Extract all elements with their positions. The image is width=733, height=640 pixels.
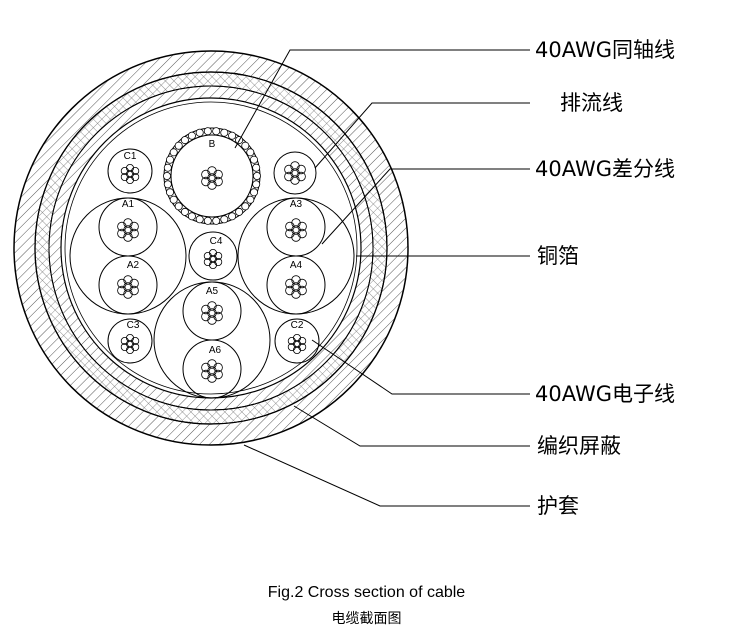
coax-shield-strand xyxy=(235,207,244,216)
core-label: C2 xyxy=(291,320,304,331)
coax-shield-strand xyxy=(228,212,237,221)
coax-shield-strand xyxy=(212,127,221,136)
core-label: A1 xyxy=(122,199,135,210)
coax-shield-strand xyxy=(252,180,261,189)
coax-shield-strand xyxy=(180,136,189,145)
callout-electronic-wire-label: 40AWG电子线 xyxy=(535,382,675,406)
coax-shield-strand xyxy=(165,188,174,197)
core-label: A6 xyxy=(209,345,222,356)
coax-shield-strand xyxy=(252,163,261,172)
coax-shield-strand xyxy=(246,195,255,204)
core-label: C1 xyxy=(124,151,137,162)
coax-shield-strand xyxy=(195,215,204,224)
coax-shield-strand xyxy=(252,171,261,180)
leader-diff-pair xyxy=(321,168,530,245)
leader-drain xyxy=(314,102,530,169)
coax-shield-strand xyxy=(169,195,178,204)
core-label: A2 xyxy=(127,260,140,271)
core-a6: A6 xyxy=(182,339,242,399)
leader-electronic-wire xyxy=(311,339,530,395)
cable-cross-section-diagram: C1 A1 A2 C3 A3 A4 C2 C4 A5 xyxy=(13,38,675,518)
figure-caption-english: Fig.2 Cross section of cable xyxy=(267,584,466,601)
coax-shield-strand xyxy=(195,128,204,137)
coax-shield-strand xyxy=(163,180,172,189)
core-label: A4 xyxy=(290,260,303,271)
core-a4: A4 xyxy=(266,255,326,315)
core-label-b: B xyxy=(209,139,216,150)
leader-jacket xyxy=(243,444,530,507)
coax-shield-strand xyxy=(228,131,237,140)
coax-shield-strand xyxy=(241,141,250,150)
callout-drain-label: 排流线 xyxy=(560,91,623,115)
coax-shield-strand xyxy=(220,128,229,137)
coax-shield-strand xyxy=(220,215,229,224)
coax-shield-strand xyxy=(241,202,250,211)
core-c2: C2 xyxy=(274,318,320,364)
coax-shield-strand xyxy=(187,212,196,221)
leader-braid xyxy=(293,405,530,447)
callout-diff-pair-label: 40AWG差分线 xyxy=(535,157,675,181)
callout-copper-foil-label: 铜箔 xyxy=(537,244,579,268)
core-label: C4 xyxy=(210,236,223,247)
core-label: C3 xyxy=(127,320,140,331)
coax-shield-strand xyxy=(187,131,196,140)
coax-core-b xyxy=(162,127,261,225)
core-label: A5 xyxy=(206,286,219,297)
coax-shield-strand xyxy=(246,148,255,157)
coax-shield-strand xyxy=(203,127,212,136)
coax-shield-strand xyxy=(212,216,221,225)
callout-coax-label: 40AWG同轴线 xyxy=(535,38,675,62)
coax-shield-strand xyxy=(203,216,212,225)
callout-braid-label: 编织屏蔽 xyxy=(537,434,621,458)
coax-shield-strand xyxy=(162,171,171,180)
figure-caption-chinese: 电缆截面图 xyxy=(331,611,402,627)
coax-shield-strand xyxy=(169,148,178,157)
coax-shield-strand xyxy=(174,202,183,211)
core-c3: C3 xyxy=(107,318,153,364)
leader-lines xyxy=(234,49,530,507)
callout-jacket-label: 护套 xyxy=(537,494,579,518)
leader-coax xyxy=(234,49,530,149)
drain-wire xyxy=(273,151,317,195)
coax-shield-strand xyxy=(180,207,189,216)
coax-shield-strand xyxy=(249,155,258,164)
core-c1: C1 xyxy=(107,148,153,194)
core-c4: C4 xyxy=(188,231,238,281)
coax-shield-strand xyxy=(165,155,174,164)
core-a2: A2 xyxy=(98,255,158,315)
coax-shield-strand xyxy=(163,163,172,172)
coax-shield-strand xyxy=(174,141,183,150)
core-label: A3 xyxy=(290,199,303,210)
coax-shield-strand xyxy=(249,188,258,197)
